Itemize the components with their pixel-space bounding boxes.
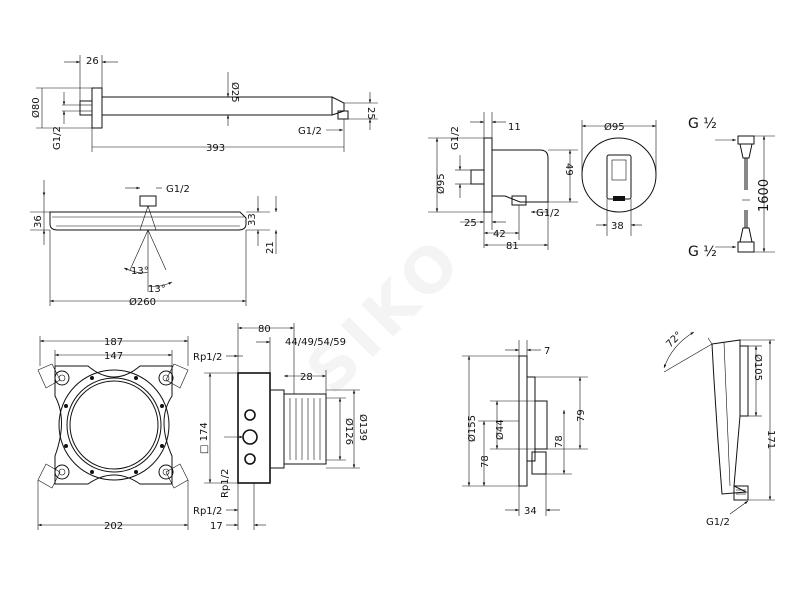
dim-dia-80: Ø80 <box>30 97 42 118</box>
trim-dim-7: 7 <box>544 346 550 357</box>
ibox-front-plate <box>237 372 271 484</box>
dim-393: 393 <box>206 143 225 154</box>
angle-13-right: 13° <box>148 284 166 295</box>
mounting-frame-drawing: 187 147 202 <box>37 336 189 532</box>
dim-dia-25: Ø25 <box>229 82 241 103</box>
hand-shower-body <box>711 339 748 495</box>
dim-11: 11 <box>508 122 521 133</box>
angle-13-left: 13° <box>131 266 149 277</box>
hand-shower-dia-105: Ø105 <box>752 354 764 381</box>
ibox-dim-28: 28 <box>300 372 313 383</box>
dim-49: 49 <box>563 163 574 176</box>
hand-shower-drawing: 72° Ø105 171 G1/2 <box>663 330 776 528</box>
dim-25-outlet: 25 <box>365 107 376 120</box>
frame-outline <box>54 365 173 485</box>
arm-wall-rosette <box>91 87 103 129</box>
frame-outer-ring <box>58 369 170 481</box>
trim-dim-78-right: 78 <box>554 435 565 448</box>
ibox-dim-80: 80 <box>258 324 271 335</box>
arm-outlet-thread <box>337 110 349 120</box>
ibox-rp-top-label: Rp1/2 <box>193 352 222 363</box>
overhead-connector <box>139 195 157 207</box>
outlet-front-body <box>606 154 632 200</box>
dim-33: 33 <box>247 213 258 226</box>
ibox-body <box>283 393 327 465</box>
hose-thread-bottom-label: G ½ <box>688 244 717 260</box>
ibox-port-bottom <box>244 453 256 465</box>
ibox-drawing: 80 44/49/54/59 Rp1/2 28 □ 174 Ø126 Ø139 … <box>193 323 369 532</box>
hand-shower-connector <box>733 485 749 501</box>
trim-dim-34: 34 <box>524 506 537 517</box>
ibox-dim-174: □ 174 <box>199 422 210 454</box>
ibox-port-center <box>242 429 258 445</box>
trim-dim-44: Ø44 <box>494 419 506 440</box>
trim-dim-78-left: 78 <box>480 455 491 468</box>
ibox-dim-depths: 44/49/54/59 <box>285 337 346 348</box>
hand-shower-dim-171: 171 <box>765 430 776 449</box>
dim-dia-95-front: Ø95 <box>604 121 625 133</box>
dim-147: 147 <box>104 351 123 362</box>
hand-shower-thread-label: G1/2 <box>706 517 730 528</box>
trim-diverter <box>531 451 547 475</box>
dim-26: 26 <box>86 56 99 67</box>
ibox-dim-126: Ø126 <box>343 418 355 445</box>
trim-dim-155: Ø155 <box>466 415 478 442</box>
overhead-thread-label: G1/2 <box>166 184 190 195</box>
shower-arm-drawing: 26 Ø25 Ø80 G1/2 25 G1/2 393 <box>30 55 378 154</box>
frame-inner-ring <box>66 377 162 473</box>
outlet-body-side <box>491 149 549 203</box>
dim-dia-260: Ø260 <box>129 296 156 308</box>
outlet-thread-stub <box>470 169 485 185</box>
dim-38: 38 <box>611 221 624 232</box>
ibox-rp-bottom-label: Rp1/2 <box>193 506 222 517</box>
watermark: SIKO <box>292 222 478 408</box>
dim-42: 42 <box>493 229 506 240</box>
overhead-shower-drawing: G1/2 36 33 21 13° 13° Ø260 <box>30 180 278 308</box>
hose-length: 1600 <box>757 179 772 212</box>
dim-187: 187 <box>104 337 123 348</box>
dim-25-outlet: 25 <box>464 218 477 229</box>
overhead-shower-head <box>49 211 247 231</box>
shower-hose-drawing: G ½ G ½ 1600 <box>688 116 775 260</box>
ibox-rp-left-label: Rp1/2 <box>220 469 231 498</box>
dim-36: 36 <box>33 215 44 228</box>
ibox-dim-139: Ø139 <box>357 414 369 441</box>
dim-202: 202 <box>104 521 123 532</box>
hand-shower-angle: 72° <box>664 330 684 350</box>
outlet-hose-connector <box>511 195 527 206</box>
mixer-trim-drawing: 7 Ø155 Ø44 78 78 79 34 <box>462 340 588 517</box>
trim-cover-plate <box>518 355 528 487</box>
hose-thread-top-label: G ½ <box>688 116 717 132</box>
ibox-port-top <box>244 409 256 421</box>
hose-top-nut <box>737 135 755 145</box>
wall-outlet-drawing: 11 G1/2 Ø95 49 25 42 G1/2 81 Ø95 38 <box>428 112 657 252</box>
dim-21: 21 <box>265 241 276 254</box>
trim-handle <box>534 400 548 450</box>
arm-tube <box>101 96 333 116</box>
trim-dim-79: 79 <box>576 409 587 422</box>
arm-thread-stub <box>79 100 93 116</box>
hose-bottom-nut <box>737 241 755 253</box>
dim-dia-95-side: Ø95 <box>435 173 447 194</box>
dim-81: 81 <box>506 241 519 252</box>
arm-thread-left-label: G1/2 <box>52 126 63 150</box>
arm-thread-right-label: G1/2 <box>298 126 322 137</box>
outlet-wall-plate <box>483 137 493 213</box>
hand-shower-head-face <box>739 345 749 417</box>
ibox-dim-17: 17 <box>210 521 223 532</box>
